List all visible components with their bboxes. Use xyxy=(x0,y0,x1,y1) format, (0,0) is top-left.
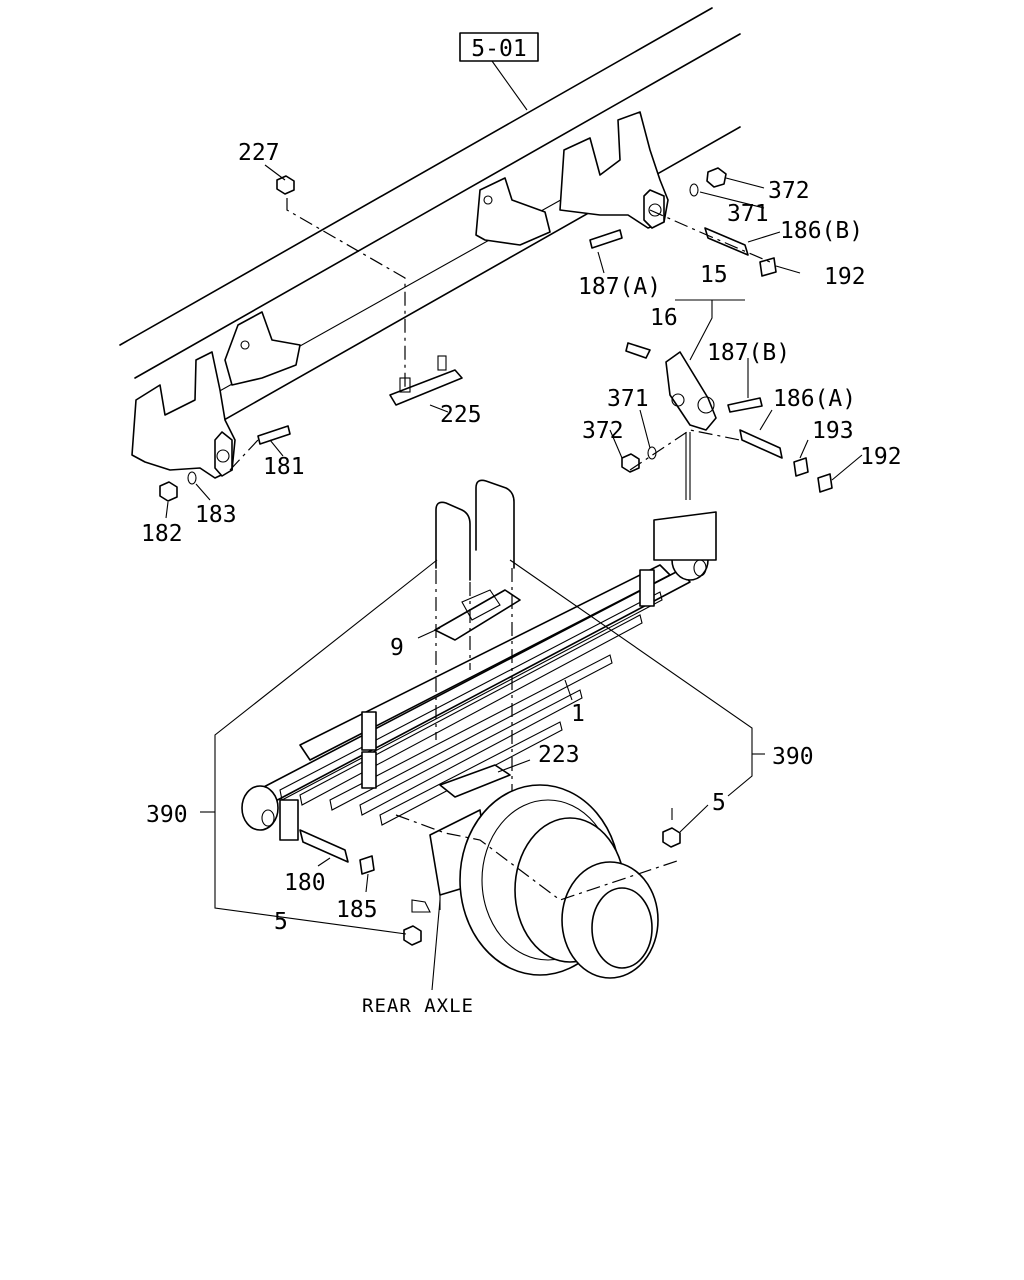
rear-axle-hub xyxy=(411,784,659,979)
rear-spring-hanger xyxy=(475,111,669,246)
bump-stop xyxy=(389,355,463,406)
label-15[interactable]: 15 xyxy=(700,262,728,288)
front-spring-hanger xyxy=(131,311,301,479)
label-187b[interactable]: 187(B) xyxy=(707,340,790,366)
label-186b[interactable]: 186(B) xyxy=(780,218,863,244)
label-223[interactable]: 223 xyxy=(538,742,580,768)
label-183[interactable]: 183 xyxy=(195,502,237,528)
label-192-upper[interactable]: 192 xyxy=(824,264,866,290)
label-390-left[interactable]: 390 xyxy=(146,802,188,828)
label-371-upper[interactable]: 371 xyxy=(727,201,769,227)
label-225[interactable]: 225 xyxy=(440,402,482,428)
label-186a[interactable]: 186(A) xyxy=(773,386,856,412)
spring-shackle xyxy=(625,342,717,500)
label-rear-axle: REAR AXLE xyxy=(362,995,474,1017)
label-1[interactable]: 1 xyxy=(571,701,585,727)
label-372-lower[interactable]: 372 xyxy=(582,418,624,444)
section-reference[interactable]: 5-01 xyxy=(459,32,539,111)
label-193[interactable]: 193 xyxy=(812,418,854,444)
spacer-plate xyxy=(439,764,511,798)
label-9[interactable]: 9 xyxy=(390,635,404,661)
leaf-spring xyxy=(241,511,717,841)
section-reference-label: 5-01 xyxy=(471,36,526,62)
label-390-right[interactable]: 390 xyxy=(772,744,814,770)
label-187a[interactable]: 187(A) xyxy=(578,274,661,300)
label-185[interactable]: 185 xyxy=(336,897,378,923)
label-180[interactable]: 180 xyxy=(284,870,326,896)
label-181[interactable]: 181 xyxy=(263,454,305,480)
label-182[interactable]: 182 xyxy=(141,521,183,547)
part-labels: 227 372 371 186(B) 187(A) 192 15 16 187(… xyxy=(141,140,902,1017)
label-372-upper[interactable]: 372 xyxy=(768,178,810,204)
label-371-lower[interactable]: 371 xyxy=(607,386,649,412)
leader-lines xyxy=(165,164,863,991)
label-227[interactable]: 227 xyxy=(238,140,280,166)
label-5-right[interactable]: 5 xyxy=(712,790,726,816)
label-192-lower[interactable]: 192 xyxy=(860,444,902,470)
label-5-left[interactable]: 5 xyxy=(274,909,288,935)
spring-seat xyxy=(434,589,521,641)
label-16[interactable]: 16 xyxy=(650,305,678,331)
